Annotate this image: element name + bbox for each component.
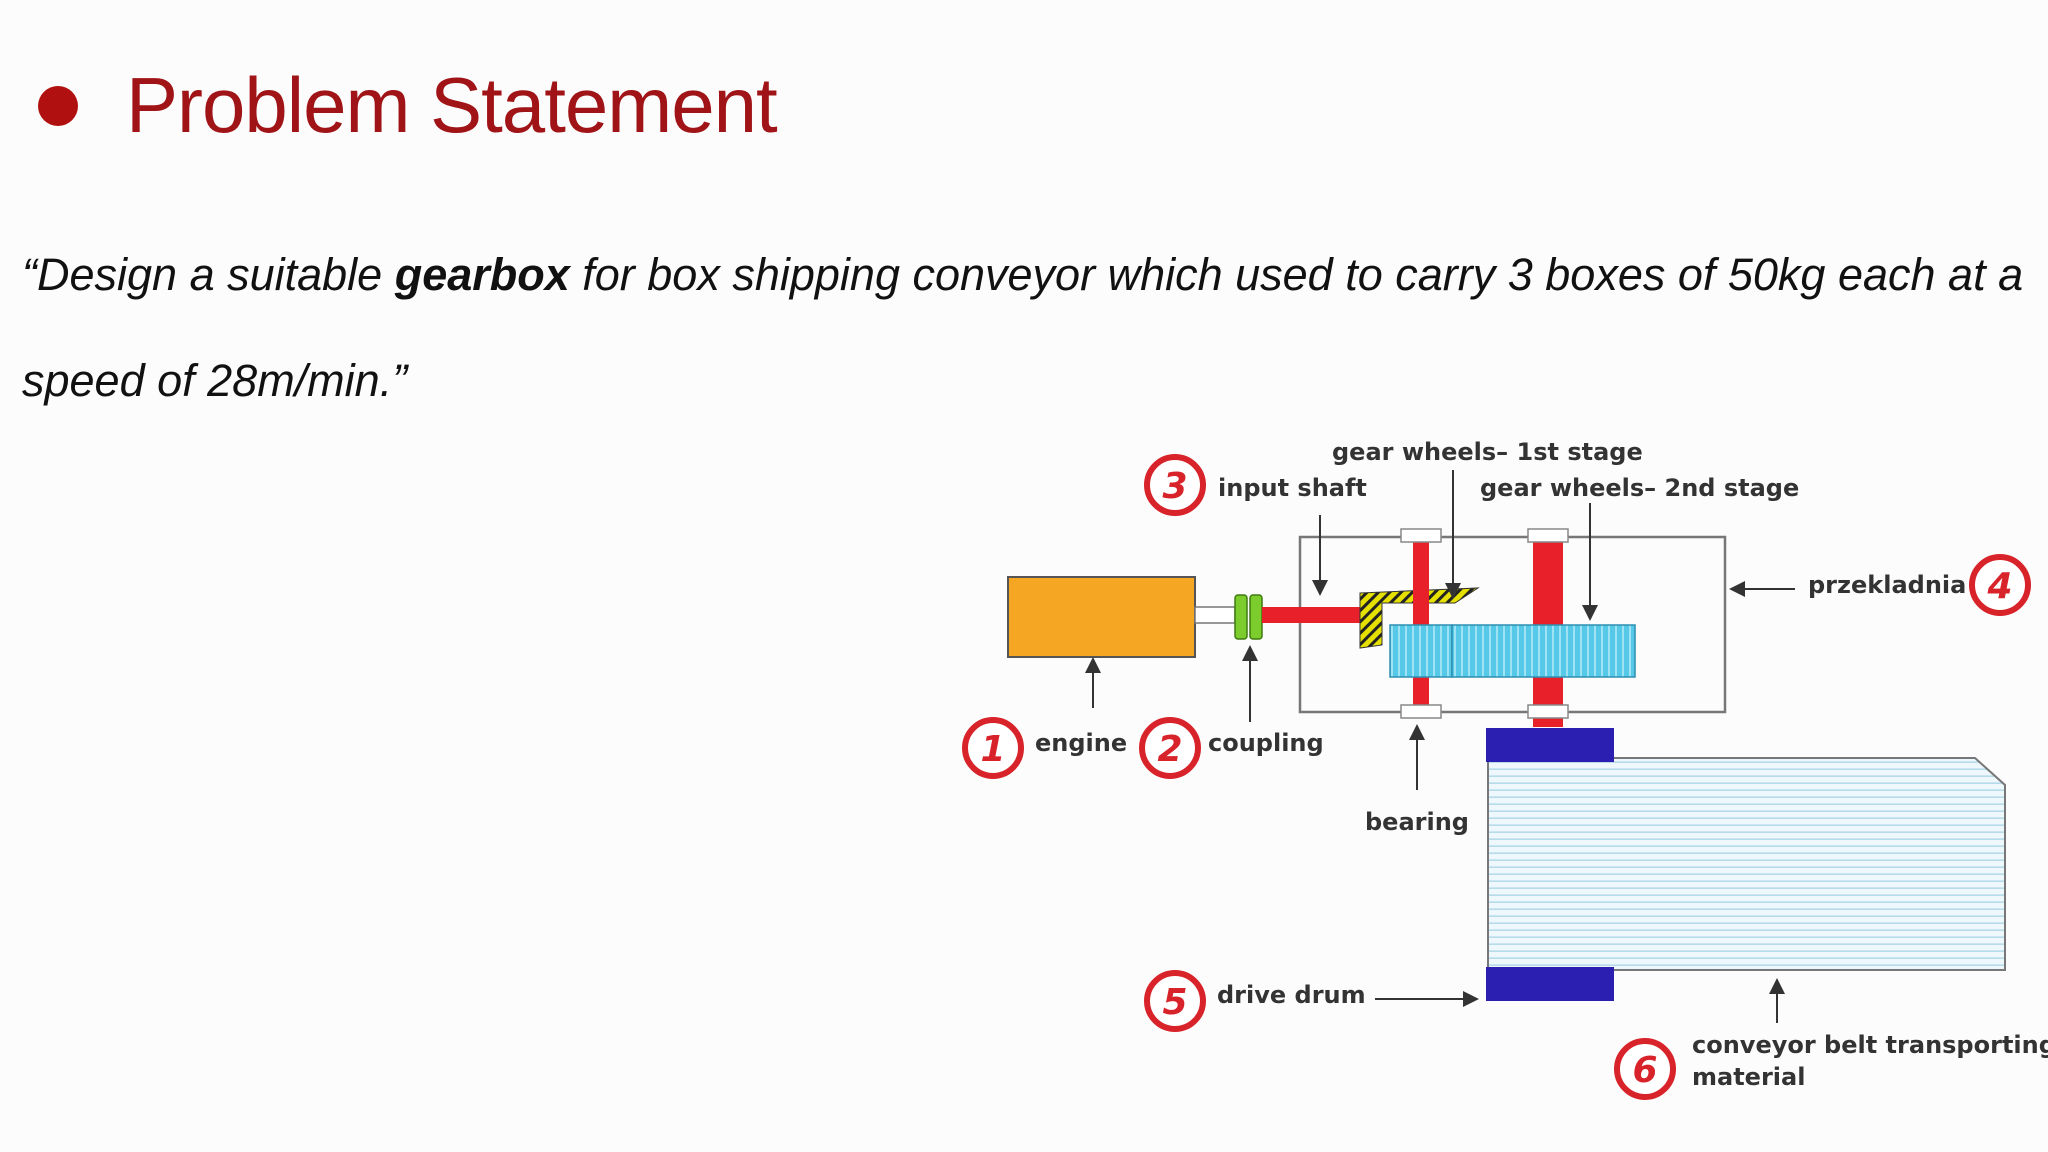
statement-text-start: “Design a suitable — [22, 249, 395, 300]
marker-3-ring — [1144, 454, 1206, 516]
marker-6-ring — [1614, 1038, 1676, 1100]
label-input-shaft: input shaft — [1218, 474, 1367, 502]
label-gear-1st: gear wheels– 1st stage — [1332, 438, 1643, 466]
marker-1: 1 — [962, 717, 1024, 779]
marker-2: 2 — [1139, 717, 1201, 779]
bearing-top-2 — [1527, 528, 1569, 543]
marker-2-number: 2 — [1157, 729, 1182, 770]
coupling-left — [1234, 594, 1248, 640]
marker-1-ring — [962, 717, 1024, 779]
label-gear-2nd: gear wheels– 2nd stage — [1480, 474, 1799, 502]
marker-6: 6 — [1614, 1038, 1676, 1100]
marker-4: 4 — [1969, 554, 2031, 616]
marker-5-number: 5 — [1162, 982, 1187, 1023]
label-drive-drum: drive drum — [1217, 981, 1366, 1009]
drive-drum-top — [1486, 728, 1614, 762]
label-gearbox: przekladnia — [1808, 571, 1966, 599]
label-belt-line2: material — [1692, 1063, 1805, 1091]
marker-1-number: 1 — [980, 729, 1005, 770]
bullet-icon — [38, 85, 78, 126]
gear-wheel-small — [1389, 624, 1453, 678]
title-row: Problem Statement — [38, 60, 778, 151]
bearing-bottom-1 — [1400, 704, 1442, 719]
conveyor-belt — [1487, 757, 2006, 971]
bevel-gear — [1359, 587, 1480, 649]
statement-text-end: for box shipping conveyor which used to … — [22, 249, 2024, 406]
label-bearing: bearing — [1365, 808, 1469, 836]
marker-4-ring — [1969, 554, 2031, 616]
statement-keyword: gearbox — [394, 249, 570, 300]
gearbox-conveyor-diagram: 1 2 3 4 5 6 engine coupling input shaft … — [962, 438, 2048, 1100]
problem-statement: “Design a suitable gearbox for box shipp… — [22, 222, 2032, 434]
bearing-bottom-2 — [1527, 704, 1569, 719]
slide-title: Problem Statement — [126, 61, 778, 149]
engine-block — [1007, 576, 1196, 658]
gear-wheel-large — [1451, 624, 1636, 678]
marker-5-ring — [1144, 970, 1206, 1032]
label-belt-line1: conveyor belt transporting — [1692, 1031, 2048, 1059]
marker-4-number: 4 — [1986, 566, 2012, 607]
bearing-top-1 — [1400, 528, 1442, 543]
marker-3-number: 3 — [1162, 466, 1187, 507]
marker-2-ring — [1139, 717, 1201, 779]
marker-3: 3 — [1144, 454, 1206, 516]
coupling-right — [1249, 594, 1263, 640]
label-coupling: coupling — [1208, 729, 1324, 757]
input-shaft — [1262, 607, 1360, 623]
drive-drum-bottom — [1486, 967, 1614, 1001]
engine-shaft — [1194, 606, 1236, 624]
label-engine: engine — [1035, 729, 1127, 757]
marker-5: 5 — [1144, 970, 1206, 1032]
intermediate-shaft — [1413, 537, 1429, 710]
gearbox-housing — [1298, 535, 1727, 714]
marker-6-number: 6 — [1632, 1050, 1657, 1091]
